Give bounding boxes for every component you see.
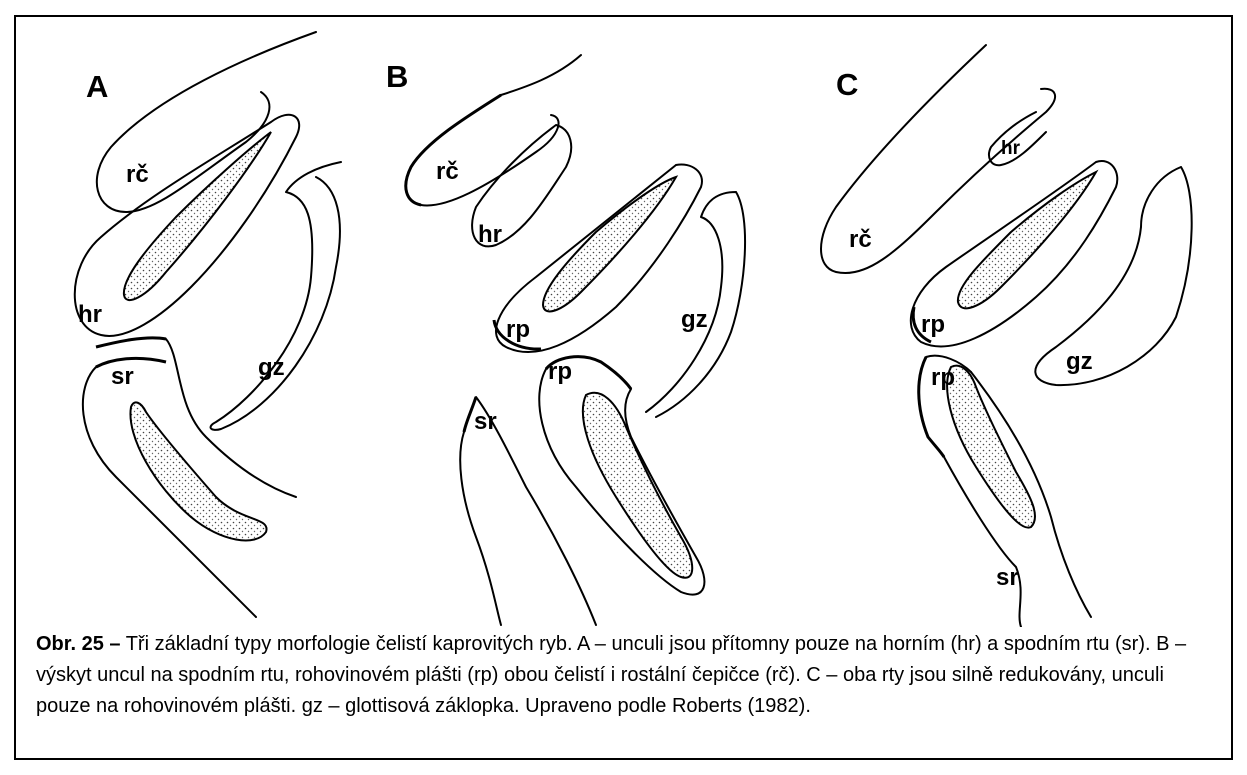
panel-a-upper-uncul [96,338,166,347]
panel-c-label-rp-upper: rp [921,311,945,338]
panel-c: C rč hr rp rp sr [821,45,1192,627]
panel-c-label-sr: sr [996,564,1019,591]
panel-a-glottis-flap [211,162,341,430]
panel-b-lower-bone [583,393,692,578]
panel-a-letter: A [86,69,108,104]
panel-a-label-gz: gz [258,354,285,381]
figure-caption: Obr. 25 – Tři základní typy morfologie č… [36,629,1221,722]
panel-c-label-hr: hr [1001,138,1021,159]
panel-b-upper-bone [543,177,676,311]
jaw-morphology-figure: A rč hr sr gz [16,17,1231,627]
panel-a-label-hr: hr [78,301,102,328]
panel-c-letter: C [836,67,858,102]
panel-a-label-sr: sr [111,363,134,390]
figure-frame: A rč hr sr gz [14,15,1233,760]
panel-b-glottis-flap [646,192,745,417]
panel-b-label-rc: rč [436,158,459,185]
panel-c-label-rp-lower: rp [931,364,955,391]
panel-c-label-gz: gz [1066,348,1093,375]
panel-a-label-rc: rč [126,161,149,188]
panel-b-label-sr: sr [474,408,497,435]
panel-c-upper-bone [958,172,1096,308]
panel-b-rostral-cap-uncul [406,95,501,205]
caption-text: Tři základní typy morfologie čelistí kap… [36,633,1186,717]
panel-b: B rč hr rp [386,55,745,625]
panel-b-label-hr: hr [478,221,502,248]
caption-lead: Obr. 25 – [36,633,121,655]
panel-b-label-rp-lower: rp [548,358,572,385]
panel-b-letter: B [386,59,408,94]
panel-b-label-gz: gz [681,306,708,333]
panel-a: A rč hr sr gz [75,32,341,617]
panel-b-label-rp-upper: rp [506,316,530,343]
panel-c-label-rc: rč [849,226,872,253]
panel-c-lower-jaw-inner [971,372,1091,617]
